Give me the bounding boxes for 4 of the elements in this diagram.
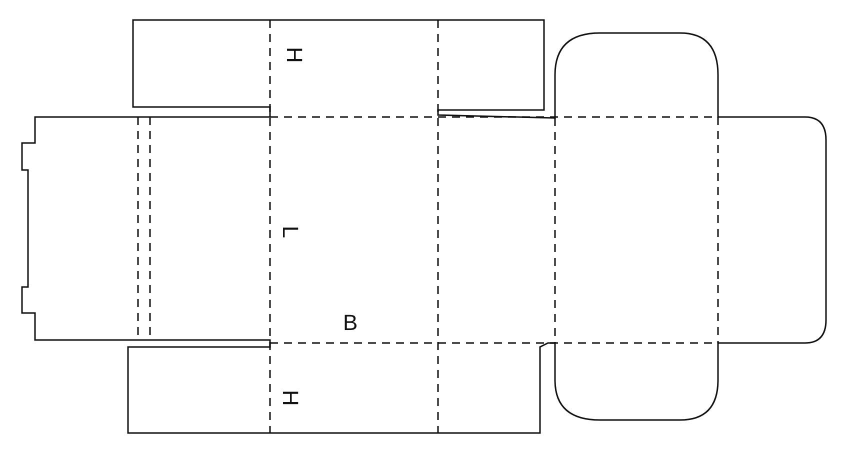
length-label: L (279, 226, 302, 238)
breadth-label: B (343, 312, 358, 334)
height-label: H (278, 390, 301, 406)
height-label: H (282, 47, 305, 63)
